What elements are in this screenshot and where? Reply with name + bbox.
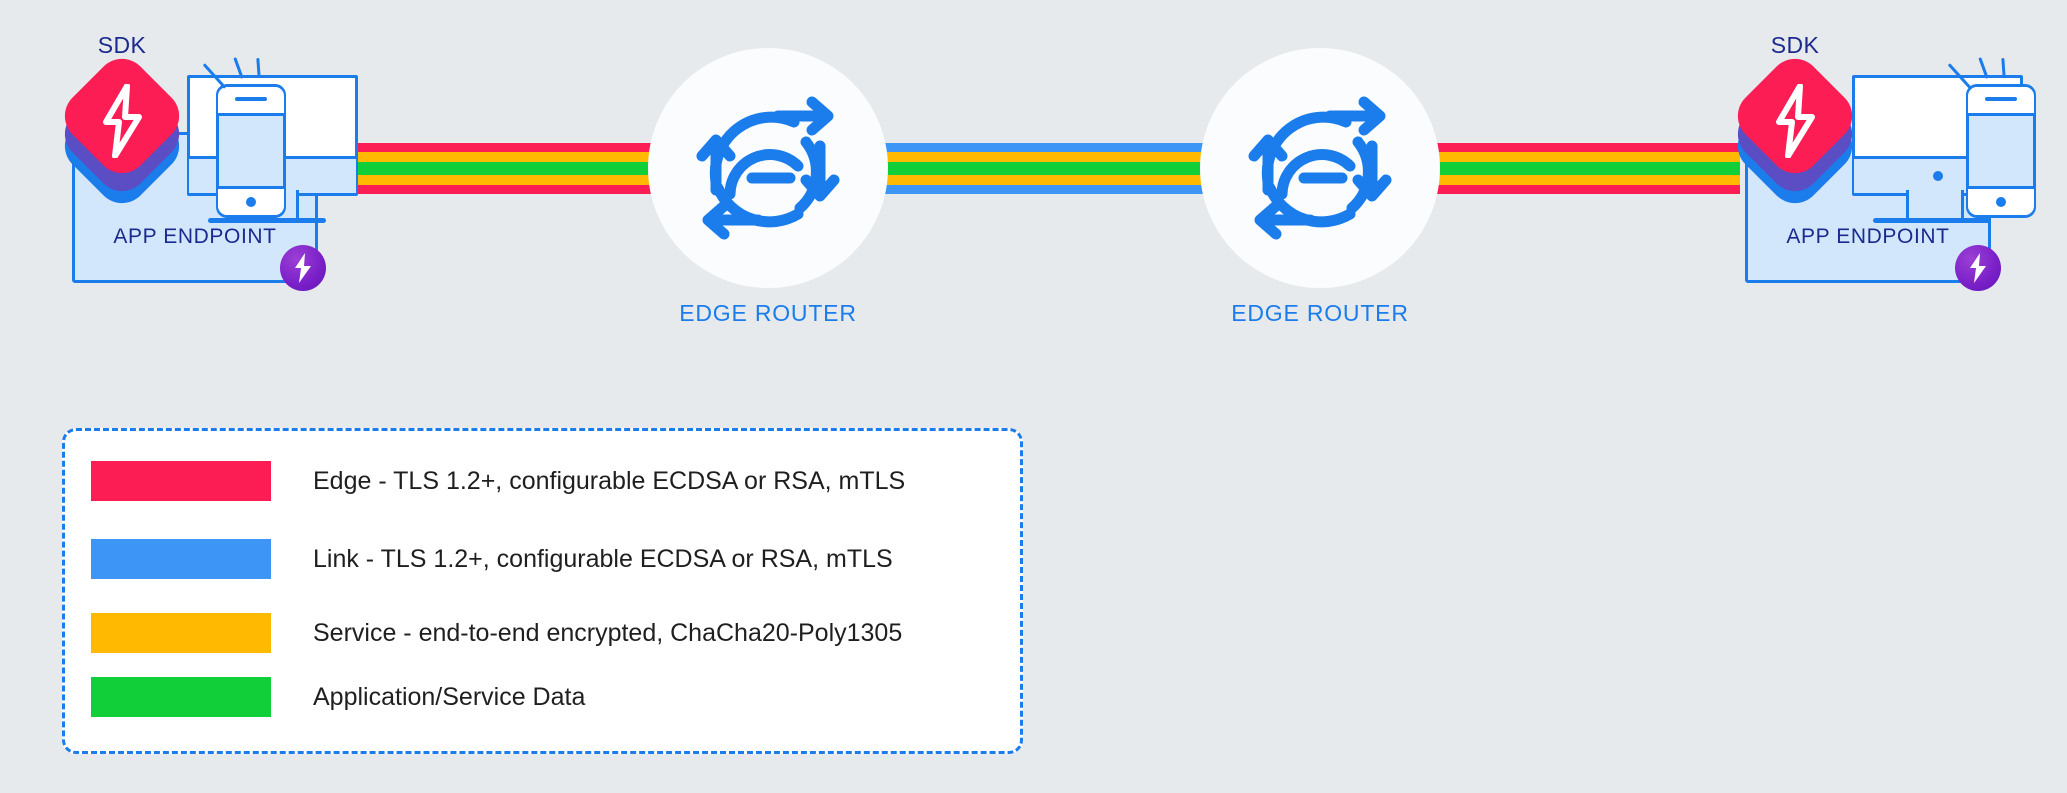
phone-home-button bbox=[246, 197, 256, 207]
stripe-edge-top bbox=[338, 143, 668, 152]
monitor-stand-neck-right bbox=[1906, 190, 1964, 220]
legend-swatch-data bbox=[91, 677, 271, 717]
legend-label-edge: Edge - TLS 1.2+, configurable ECDSA or R… bbox=[313, 466, 906, 495]
router-arrows-icon bbox=[696, 96, 840, 240]
stripe-service-top bbox=[1400, 152, 1740, 162]
mobile-phone-icon-right bbox=[1966, 84, 2036, 218]
stripe-service-top bbox=[660, 152, 1410, 162]
legend-swatch-link bbox=[91, 539, 271, 579]
router-arrows-icon bbox=[1248, 96, 1392, 240]
app-endpoint-label: APP ENDPOINT bbox=[1786, 225, 1950, 248]
edge-router-label-2: EDGE ROUTER bbox=[1231, 300, 1409, 326]
sdk-stack-right: SDK bbox=[1727, 32, 1863, 214]
sdk-label-left: SDK bbox=[97, 32, 147, 58]
stripe-link-bottom bbox=[660, 185, 1410, 194]
stripe-service-bottom bbox=[1400, 175, 1740, 185]
router-circle-background bbox=[648, 48, 888, 288]
app-endpoint-label: APP ENDPOINT bbox=[113, 225, 277, 248]
ziti-badge-right bbox=[1955, 245, 2001, 291]
stripe-data bbox=[1400, 162, 1740, 175]
monitor-power-dot bbox=[1932, 171, 1943, 181]
legend-item-edge: Edge - TLS 1.2+, configurable ECDSA or R… bbox=[91, 453, 994, 509]
router-circle-background bbox=[1200, 48, 1440, 288]
stripe-service-bottom bbox=[660, 175, 1410, 185]
stripe-link-top bbox=[660, 143, 1410, 152]
legend-label-link: Link - TLS 1.2+, configurable ECDSA or R… bbox=[313, 544, 893, 573]
stripe-edge-bottom bbox=[1400, 185, 1740, 194]
ziti-bolt-icon bbox=[1970, 253, 1986, 283]
band-segment-edge-left bbox=[338, 143, 668, 194]
phone-earpiece-area bbox=[1968, 87, 2034, 116]
ziti-bolt-icon bbox=[295, 253, 311, 283]
stripe-service-top bbox=[338, 152, 668, 162]
edge-router-label-1: EDGE ROUTER bbox=[679, 300, 857, 326]
legend-box: Edge - TLS 1.2+, configurable ECDSA or R… bbox=[62, 428, 1023, 754]
stripe-edge-top bbox=[1400, 143, 1740, 152]
phone-speaker bbox=[1985, 97, 2017, 101]
legend-item-data: Application/Service Data bbox=[91, 669, 994, 725]
monitor-stand-foot-left bbox=[208, 218, 326, 223]
sdk-lightning-bolt-icon bbox=[1776, 84, 1815, 158]
legend-label-data: Application/Service Data bbox=[313, 682, 586, 711]
phone-speaker bbox=[235, 97, 267, 101]
edge-router-1[interactable]: EDGE ROUTER bbox=[648, 48, 888, 326]
legend-item-service: Service - end-to-end encrypted, ChaCha20… bbox=[91, 605, 994, 661]
band-segment-edge-right bbox=[1400, 143, 1740, 194]
phone-home-button bbox=[1996, 197, 2006, 207]
legend-swatch-service bbox=[91, 613, 271, 653]
sdk-label-right: SDK bbox=[1770, 32, 1820, 58]
phone-spark-3-left bbox=[256, 57, 261, 79]
legend-swatch-edge bbox=[91, 461, 271, 501]
phone-spark-3-right bbox=[2001, 57, 2006, 79]
phone-home-area bbox=[218, 186, 284, 215]
edge-router-2[interactable]: EDGE ROUTER bbox=[1200, 48, 1440, 326]
stripe-data bbox=[338, 162, 668, 175]
ziti-badge-left bbox=[280, 245, 326, 291]
monitor-stand-foot-right bbox=[1873, 218, 1991, 223]
legend-label-service: Service - end-to-end encrypted, ChaCha20… bbox=[313, 618, 903, 647]
sdk-lightning-bolt-icon bbox=[103, 84, 142, 158]
phone-earpiece-area bbox=[218, 87, 284, 116]
sdk-stack-left: SDK bbox=[54, 32, 190, 214]
stripe-service-bottom bbox=[338, 175, 668, 185]
phone-home-area bbox=[1968, 186, 2034, 215]
legend-item-link: Link - TLS 1.2+, configurable ECDSA or R… bbox=[91, 531, 994, 587]
stripe-edge-bottom bbox=[338, 185, 668, 194]
mobile-phone-icon-left bbox=[216, 84, 286, 218]
